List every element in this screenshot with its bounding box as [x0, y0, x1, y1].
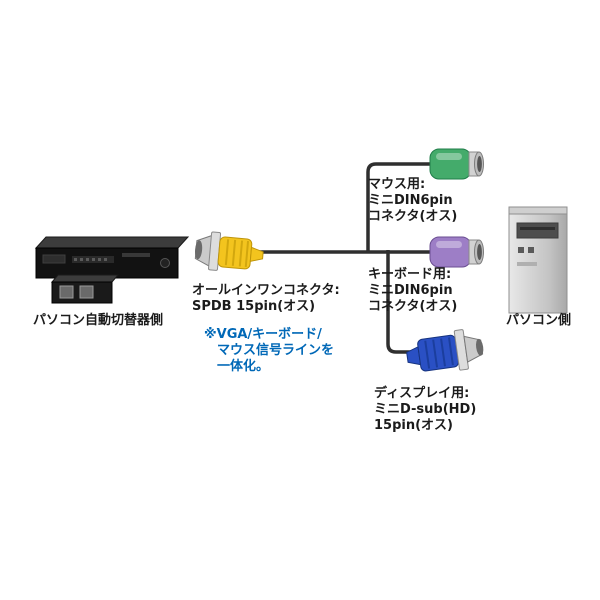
mouse-connector-highlight [436, 153, 462, 160]
label-line: ※VGA/キーボード/ [204, 327, 322, 342]
mouse-connector-label: マウス用: ミニDIN6pin コネクタ(オス) [368, 177, 457, 225]
display-connector [406, 329, 484, 372]
pc-tower-top-cap [508, 206, 568, 215]
pc-reset-button [528, 247, 534, 253]
keyboard-connector-highlight [436, 241, 462, 248]
console-box-device [50, 274, 120, 304]
label-line: キーボード用: [368, 267, 452, 282]
label-line: SPDB 15pin(オス) [192, 299, 316, 314]
keyboard-connector [429, 236, 484, 268]
pc-tower-device [508, 206, 568, 314]
pc-vent-detail [517, 262, 537, 266]
pc-power-button [518, 247, 524, 253]
console-port-left [59, 285, 74, 299]
kvm-leds [74, 258, 107, 261]
display-pin-face [476, 338, 484, 356]
cables [250, 162, 432, 354]
display-body [417, 334, 459, 372]
kvm-top-face [34, 236, 190, 249]
integration-note: ※VGA/キーボード/ マウス信号ラインを 一体化。 [204, 327, 334, 375]
cable-mouse-line [366, 162, 432, 252]
pc-drive-bay [516, 222, 559, 239]
label-line: オールインワンコネクタ: [192, 283, 340, 298]
label-line: ディスプレイ用: [374, 386, 470, 401]
console-port-right [79, 285, 94, 299]
kvm-switch-device [34, 236, 190, 279]
label-line: コネクタ(オス) [368, 299, 458, 314]
allinone-connector-label: オールインワンコネクタ: SPDB 15pin(オス) [192, 283, 340, 315]
cable-display-line [386, 250, 418, 354]
allinone-grip-ridges [224, 239, 250, 268]
mouse-connector [429, 148, 484, 180]
label-line: ミニD-sub(HD) [374, 402, 477, 417]
mouse-connector-face [477, 156, 482, 172]
kvm-port-detail [42, 254, 66, 264]
label-line: マウス信号ラインを [217, 343, 335, 358]
kvm-label-plate [122, 253, 150, 257]
label-line: ミニDIN6pin [368, 283, 453, 298]
allinone-connector [194, 231, 264, 271]
keyboard-connector-label: キーボード用: ミニDIN6pin コネクタ(オス) [368, 267, 457, 315]
label-line: 一体化。 [217, 359, 270, 374]
display-grip-ridges [424, 337, 454, 369]
label-line: 15pin(オス) [374, 418, 453, 433]
switcher-side-label: パソコン自動切替器側 [33, 313, 164, 328]
keyboard-connector-face [477, 244, 482, 260]
pc-drive-slot [520, 227, 555, 230]
pc-side-label: パソコン側 [506, 313, 572, 328]
label-line: ミニDIN6pin [368, 193, 453, 208]
allinone-strain-relief [249, 246, 264, 262]
console-top-face [50, 274, 120, 283]
label-line: マウス用: [368, 177, 426, 192]
label-line: コネクタ(オス) [368, 209, 458, 224]
allinone-pin-face [195, 240, 203, 260]
kvm-power-button [160, 258, 170, 268]
display-connector-label: ディスプレイ用: ミニD-sub(HD) 15pin(オス) [374, 386, 476, 434]
